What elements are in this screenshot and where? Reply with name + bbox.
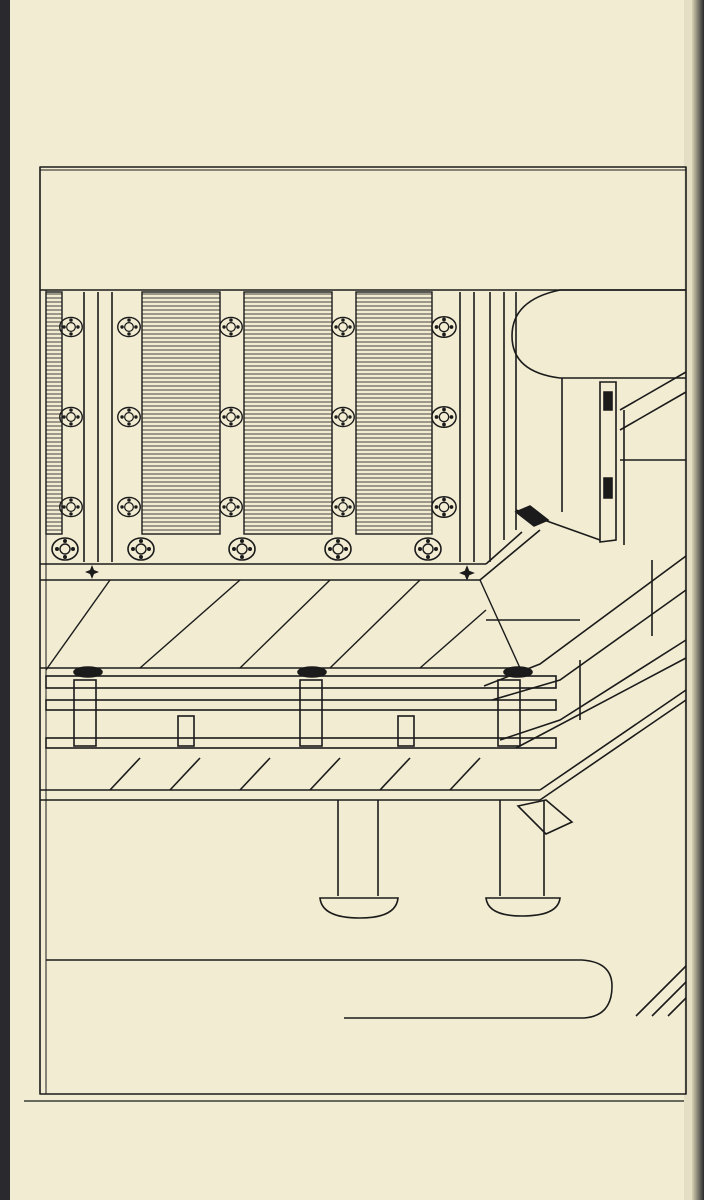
side-door bbox=[511, 289, 687, 545]
railing bbox=[45, 555, 687, 749]
blind-panel bbox=[355, 291, 433, 535]
blind-panel bbox=[141, 291, 221, 535]
blind-panel-edge bbox=[45, 291, 63, 535]
book-page bbox=[10, 0, 694, 1200]
corner-ornament bbox=[85, 565, 99, 579]
screen-wall bbox=[40, 289, 686, 581]
post-base bbox=[319, 897, 399, 919]
garden-path bbox=[46, 959, 687, 1019]
corner-ornament bbox=[459, 565, 475, 581]
post-base bbox=[485, 897, 561, 917]
outer-frame bbox=[39, 166, 687, 1095]
veranda-floor bbox=[40, 579, 580, 671]
lower-deck bbox=[40, 689, 687, 919]
binding-shadow bbox=[692, 0, 704, 1200]
blind-panel bbox=[243, 291, 333, 535]
